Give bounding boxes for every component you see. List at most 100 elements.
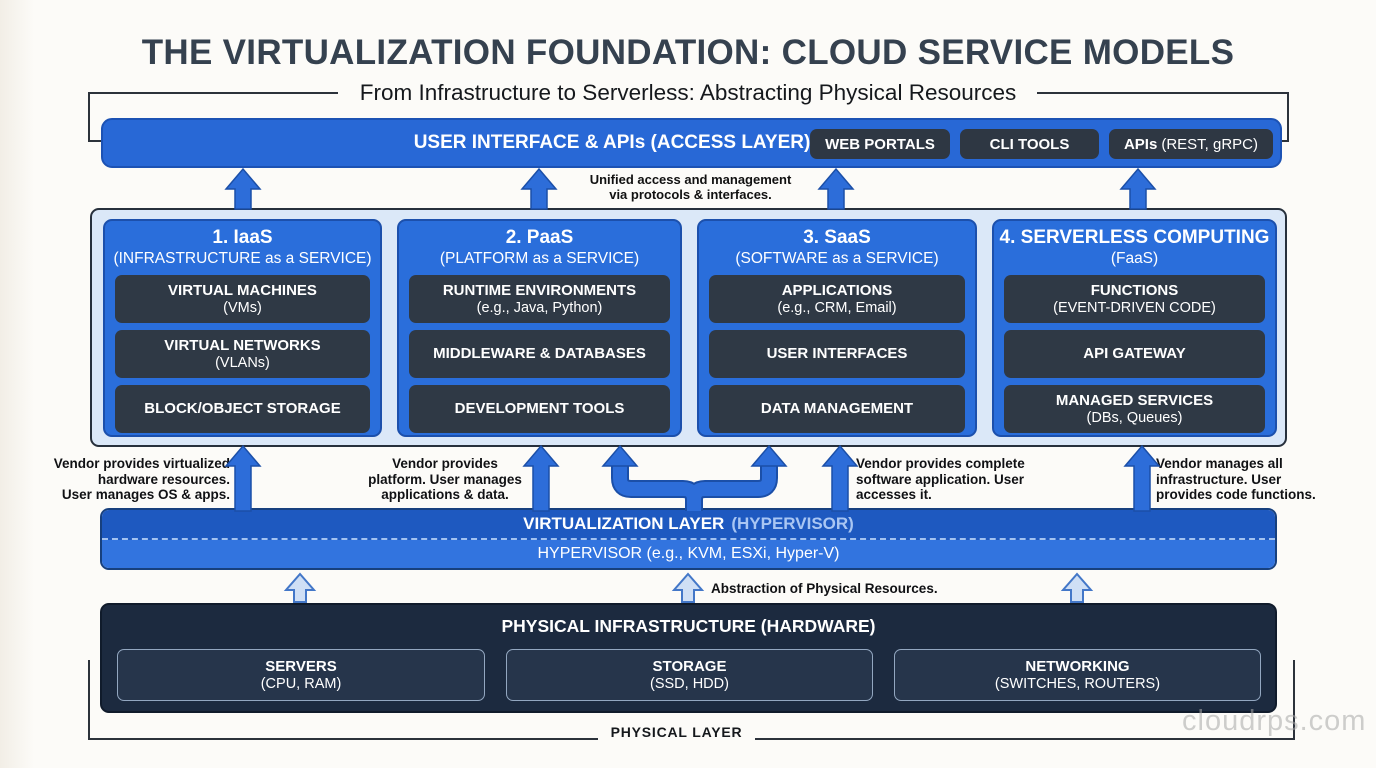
item-title: DEVELOPMENT TOOLS: [454, 400, 625, 417]
hardware-item-servers: SERVERS (CPU, RAM): [117, 649, 485, 701]
frame-line: [88, 140, 103, 142]
model-expansion: (PLATFORM as a SERVICE): [439, 250, 640, 267]
annotation-line: User manages OS & apps.: [61, 487, 230, 502]
frame-line: [1293, 660, 1295, 740]
model-title: 2. PaaS: [505, 227, 574, 248]
annotation-line: infrastructure. User: [1156, 471, 1282, 487]
frame-line: [1037, 92, 1289, 94]
access-layer-label: USER INTERFACE & APIs (ACCESS LAYER): [413, 132, 811, 153]
item-title: NETWORKING: [1025, 657, 1130, 675]
item-title: BLOCK/OBJECT STORAGE: [144, 400, 341, 417]
item-subtitle: (CPU, RAM): [260, 675, 342, 692]
serverless-annotation: Vendor manages all infrastructure. User …: [1156, 456, 1351, 503]
item-subtitle: (VMs): [223, 299, 262, 316]
item-title: VIRTUAL MACHINES: [168, 281, 317, 299]
fork-connector: [601, 444, 788, 511]
item-title: MIDDLEWARE & DATABASES: [433, 345, 646, 362]
model-expansion: (FaaS): [1110, 250, 1159, 267]
item-title: RUNTIME ENVIRONMENTS: [442, 281, 637, 299]
service-item: VIRTUAL NETWORKS (VLANs): [115, 330, 370, 378]
annotation-line: accesses it.: [856, 487, 932, 502]
apis-chip: APIs (REST, gRPC): [1109, 129, 1273, 159]
model-title: 4. SERVERLESS COMPUTING: [999, 227, 1270, 248]
chip-label: APIs: [1123, 135, 1158, 153]
subtitle: From Infrastructure to Serverless: Abstr…: [359, 80, 1017, 105]
service-item: MANAGED SERVICES (DBs, Queues): [1004, 385, 1265, 433]
item-title: API GATEWAY: [1083, 345, 1186, 362]
service-item: FUNCTIONS (EVENT-DRIVEN CODE): [1004, 275, 1265, 323]
frame-line: [88, 92, 90, 142]
frame-line: [755, 738, 1295, 740]
web-portals-chip: WEB PORTALS: [810, 129, 950, 159]
item-title: DATA MANAGEMENT: [760, 400, 914, 417]
item-title: SERVERS: [265, 657, 337, 675]
annotation-line: Vendor manages all: [1156, 456, 1283, 471]
item-title: FUNCTIONS: [1090, 281, 1179, 299]
chip-label-detail: (REST, gRPC): [1161, 135, 1259, 153]
virtualization-layer-title: VIRTUALIZATION LAYER (HYPERVISOR): [102, 510, 1275, 540]
annotation-line: Vendor provides complete: [856, 456, 1025, 471]
item-title: STORAGE: [652, 657, 727, 675]
access-layer-bar: USER INTERFACE & APIs (ACCESS LAYER) WEB…: [101, 118, 1282, 168]
model-expansion: (SOFTWARE as a SERVICE): [735, 250, 939, 267]
annotation-line: Vendor provides virtualized: [53, 456, 230, 471]
hardware-item-storage: STORAGE (SSD, HDD): [506, 649, 873, 701]
annotation-line: provides code functions.: [1156, 487, 1316, 502]
chip-label: CLI TOOLS: [989, 135, 1070, 153]
annotation-line: platform. User manages: [368, 471, 522, 487]
service-item: API GATEWAY: [1004, 330, 1265, 378]
item-subtitle: (VLANs): [215, 354, 270, 371]
item-subtitle: (e.g., Java, Python): [476, 299, 603, 316]
model-title: 1. IaaS: [212, 227, 273, 248]
abstraction-note: Abstraction of Physical Resources.: [711, 581, 938, 596]
virtualization-layer: VIRTUALIZATION LAYER (HYPERVISOR) HYPERV…: [100, 508, 1277, 570]
service-item: BLOCK/OBJECT STORAGE: [115, 385, 370, 433]
physical-layer-label: PHYSICAL LAYER: [610, 724, 743, 740]
iaas-annotation: Vendor provides virtualized hardware res…: [52, 456, 230, 503]
service-item: VIRTUAL MACHINES (VMs): [115, 275, 370, 323]
service-item: RUNTIME ENVIRONMENTS (e.g., Java, Python…: [409, 275, 670, 323]
frame-line: [1287, 92, 1289, 142]
paas-annotation: Vendor provides platform. User manages a…: [357, 456, 533, 503]
service-item: DEVELOPMENT TOOLS: [409, 385, 670, 433]
item-subtitle: (e.g., CRM, Email): [777, 299, 897, 316]
cli-tools-chip: CLI TOOLS: [960, 129, 1099, 159]
item-title: MANAGED SERVICES: [1055, 391, 1214, 409]
annotation-line: applications & data.: [381, 487, 509, 502]
item-title: APPLICATIONS: [781, 281, 893, 299]
annotation-line: Vendor provides: [392, 456, 498, 471]
service-model-paas: 2. PaaS (PLATFORM as a SERVICE) RUNTIME …: [397, 219, 682, 437]
item-subtitle: (EVENT-DRIVEN CODE): [1053, 299, 1216, 316]
service-model-iaas: 1. IaaS (INFRASTRUCTURE as a SERVICE) VI…: [103, 219, 382, 437]
frame-line: [88, 660, 90, 740]
physical-infrastructure: PHYSICAL INFRASTRUCTURE (HARDWARE) SERVE…: [100, 603, 1277, 713]
note-line: Unified access and management: [589, 172, 792, 187]
item-title: USER INTERFACES: [766, 345, 908, 362]
hypervisor-detail: HYPERVISOR (e.g., KVM, ESXi, Hyper-V): [102, 540, 1275, 568]
item-subtitle: (DBs, Queues): [1086, 409, 1183, 426]
annotation-line: software application. User: [856, 471, 1025, 487]
service-model-saas: 3. SaaS (SOFTWARE as a SERVICE) APPLICAT…: [697, 219, 977, 437]
item-subtitle: (SSD, HDD): [650, 675, 729, 692]
model-title: 3. SaaS: [803, 227, 871, 248]
light-up-arrow: [283, 572, 1094, 603]
chip-label: WEB PORTALS: [825, 135, 935, 153]
access-layer-note: Unified access and management via protoc…: [588, 172, 793, 202]
frame-line: [88, 92, 338, 94]
note-line: via protocols & interfaces.: [609, 187, 772, 202]
service-item: USER INTERFACES: [709, 330, 965, 378]
frame-line: [88, 738, 598, 740]
saas-annotation: Vendor provides complete software applic…: [856, 456, 1081, 503]
page-title: THE VIRTUALIZATION FOUNDATION: CLOUD SER…: [141, 33, 1235, 72]
model-expansion: (INFRASTRUCTURE as a SERVICE): [113, 250, 372, 267]
virtualization-label: VIRTUALIZATION LAYER: [523, 514, 725, 533]
physical-title: PHYSICAL INFRASTRUCTURE (HARDWARE): [501, 616, 876, 636]
service-model-serverless: 4. SERVERLESS COMPUTING (FaaS) FUNCTIONS…: [992, 219, 1277, 437]
annotation-line: hardware resources.: [97, 471, 230, 487]
service-item: APPLICATIONS (e.g., CRM, Email): [709, 275, 965, 323]
watermark: cloudrps.com: [1182, 705, 1367, 737]
item-subtitle: (SWITCHES, ROUTERS): [994, 675, 1161, 692]
service-item: DATA MANAGEMENT: [709, 385, 965, 433]
hypervisor-tag: (HYPERVISOR): [731, 514, 854, 533]
